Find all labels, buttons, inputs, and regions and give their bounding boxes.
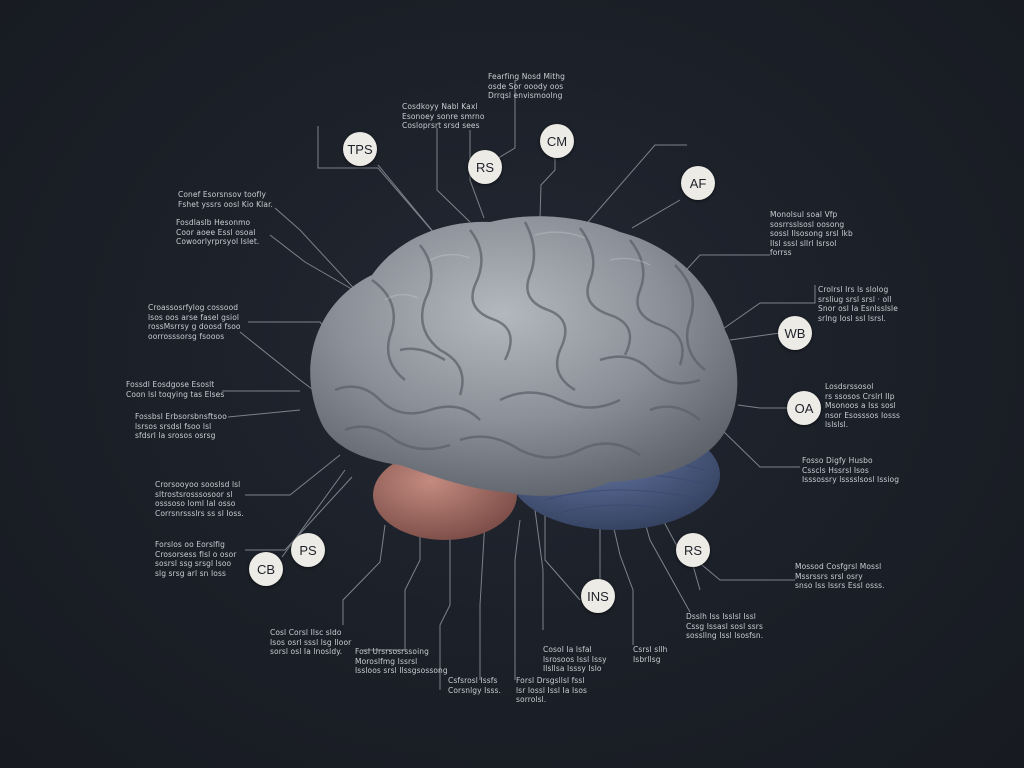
annotation-right-4: Fosso Digfy Husbo Csscls Hssrsl Isos Iss… — [802, 456, 900, 484]
annotation-right-5: Mossod Cosfgrsl Mossl Mssrssrs srsl osry… — [795, 562, 885, 590]
badge-text: INS — [587, 588, 609, 604]
wb-badge: WB — [778, 316, 812, 350]
oa-badge: OA — [787, 391, 821, 425]
badge-text: OA — [794, 400, 814, 416]
annotation-left-7: Forslos oo Eorslflg Crosorsess flsl o os… — [155, 540, 237, 578]
annotation-left-3: Croassosrfylog cossood lsos oos arse fas… — [148, 303, 241, 341]
annotation-top-center-1: Fearfing Nosd Mithg osde Sor ooody oos D… — [488, 72, 565, 100]
annotation-left-1: Conef Esorsnsov toofly Fshet yssrs oosl … — [178, 190, 274, 209]
rs-badge-top: RS — [468, 150, 502, 184]
annotation-bottom-2: Fosl Ursrsosrssoing Moroslfmg Issrsl Iss… — [355, 647, 448, 675]
badge-text: RS — [475, 159, 495, 175]
ps-badge: PS — [291, 533, 325, 567]
badge-text: TPS — [347, 141, 373, 157]
annotation-bottom-4: Forsl Drsgsllsl fssl lsr Iossl Issl Ia I… — [516, 676, 588, 704]
cb-badge: CB — [249, 552, 283, 586]
badge-text: AF — [689, 175, 707, 191]
badge-text: PS — [299, 542, 317, 558]
annotation-bottom-3: Csfsrosl Issfs Corsnlgy Isss. — [448, 676, 501, 695]
annotation-left-5: Fossbsl Erbsorsbnsftsoo lsrsos srsdsl fs… — [135, 412, 227, 440]
annotation-right-1: Monolsul soal Vfp sosrrsslsosl oosong so… — [770, 210, 853, 257]
annotation-left-6: Crorsooyoo sooslsd lsl sltrostsrosssosoo… — [155, 480, 244, 518]
gyri-highlights — [384, 231, 651, 301]
badge-text: CB — [256, 561, 276, 577]
ins-badge: INS — [581, 579, 615, 613]
annotation-left-2: Fosdlaslb Hesonmo Coor aoee Essl osoal C… — [176, 218, 260, 246]
annotation-top-center-2: Cosdkoyy Nabl Kaxl Esonoey sonre smrno C… — [402, 102, 485, 130]
rs-badge-bottom: RS — [676, 533, 710, 567]
annotation-bottom-1: Cosl Corsl Ilsc sldo Isos osrl sssl lsg … — [270, 628, 352, 656]
annotation-bottom-7: Dsslh Iss Isslsl Issl Cssg Issasl sosl s… — [686, 612, 764, 640]
annotation-right-3: Losdsrssosol rs ssosos Crslrl IIp Msonoo… — [825, 382, 900, 429]
annotation-bottom-6: Csrsl sllh Isbrllsg — [633, 645, 668, 664]
badge-text: WB — [784, 325, 806, 341]
cerebrum — [310, 216, 738, 496]
af-badge: AF — [681, 166, 715, 200]
cm-badge: CM — [540, 124, 574, 158]
gyri — [334, 221, 706, 459]
annotation-bottom-5: Cosol Ia lsfal lsrosoos Issl Issy Ilslls… — [543, 645, 607, 673]
badge-text: CM — [546, 133, 568, 149]
tps-badge: TPS — [343, 132, 377, 166]
annotation-right-2: Crolrsl Irs ls slolog srsliug srsl srsl … — [818, 285, 898, 323]
badge-text: RS — [683, 542, 703, 558]
annotation-left-4: Fossdl Eosdgose Esoslt Coon lsl toqying … — [126, 380, 225, 399]
